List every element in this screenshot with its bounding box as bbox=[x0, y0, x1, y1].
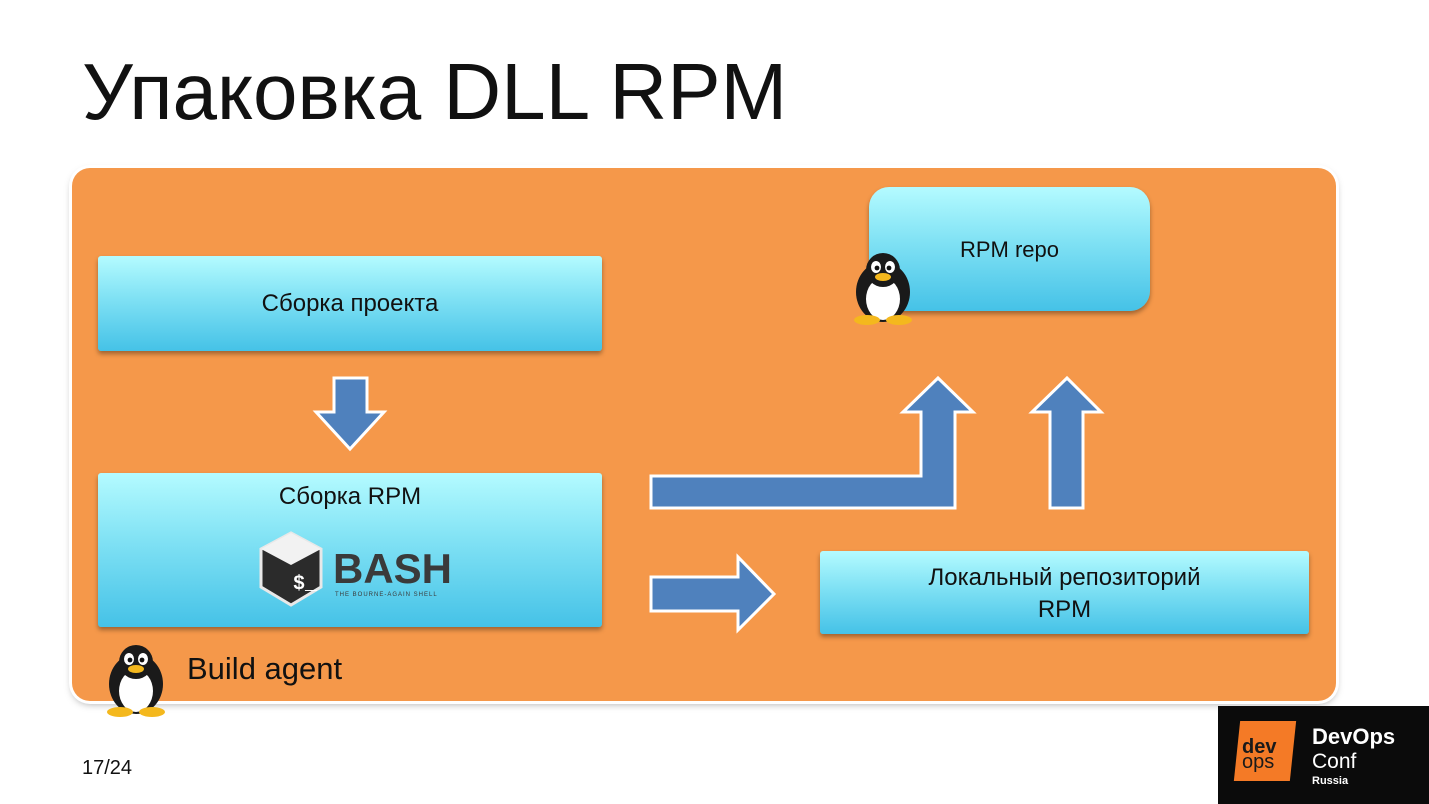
slide-title: Упаковка DLL RPM bbox=[82, 47, 788, 136]
tux-penguin-icon bbox=[107, 645, 165, 717]
build-project-box: Сборка проекта bbox=[98, 256, 602, 351]
bash-prompt: $_ bbox=[293, 573, 318, 596]
logo-line3: Russia bbox=[1312, 775, 1349, 787]
logo-line1: DevOps bbox=[1312, 724, 1396, 749]
rpm-repo-box: RPM repo bbox=[869, 187, 1150, 311]
build-project-label: Сборка проекта bbox=[261, 290, 439, 317]
bash-logo-icon: $_ BASH THE BOURNE-AGAIN SHELL bbox=[259, 531, 452, 607]
devopsconf-logo: dev ops DevOps Conf Russia bbox=[1218, 706, 1429, 804]
logo-mark-top: dev bbox=[1242, 736, 1277, 758]
tux-penguin-icon bbox=[854, 253, 912, 325]
build-rpm-label: Сборка RPM bbox=[278, 483, 422, 510]
logo-mark-bottom: ops bbox=[1242, 751, 1275, 773]
build-rpm-box: Сборка RPM bbox=[98, 473, 602, 627]
bash-word: BASH bbox=[333, 545, 452, 592]
bash-tagline: THE BOURNE-AGAIN SHELL bbox=[335, 592, 438, 598]
page-number: 17/24 bbox=[82, 757, 133, 779]
local-repo-label-line1: Локальный репозиторий bbox=[928, 564, 1201, 591]
build-agent-label: Build agent bbox=[187, 651, 343, 686]
logo-line2: Conf bbox=[1312, 750, 1357, 773]
rpm-repo-label: RPM repo bbox=[959, 237, 1060, 262]
local-repo-box: Локальный репозиторий RPM bbox=[820, 551, 1309, 634]
local-repo-label-line2: RPM bbox=[1037, 596, 1092, 623]
bash-hexagon-top bbox=[261, 533, 321, 565]
